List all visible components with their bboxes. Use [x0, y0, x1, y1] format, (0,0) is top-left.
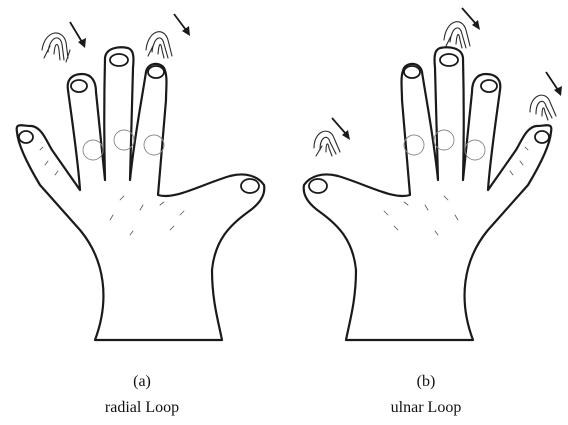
thumb-nail	[241, 179, 259, 193]
panel-ulnar-loop: (b) ulnar Loop	[284, 0, 568, 425]
ulnar-loop-icon-3	[530, 95, 556, 120]
middle-nail	[440, 54, 458, 66]
hand-outline	[17, 47, 265, 340]
middle-nail	[110, 54, 128, 66]
index-nail	[148, 66, 164, 78]
right-hand-illustration	[284, 0, 568, 350]
ring-nail	[481, 80, 497, 92]
arrow-icon	[332, 118, 350, 140]
hand-outline	[304, 47, 552, 340]
arrow-icon-2	[174, 14, 190, 36]
panel-id: (a)	[0, 372, 284, 392]
little-nail	[535, 131, 549, 143]
ulnar-loop-icon	[314, 131, 340, 156]
radial-loop-icon-2	[146, 32, 172, 58]
panel-label: radial Loop	[0, 398, 284, 418]
panel-label: ulnar Loop	[284, 398, 568, 418]
arrow-icon	[70, 22, 86, 48]
thumb-nail	[309, 179, 327, 193]
ring-nail	[71, 80, 87, 92]
arrow-icon-3	[546, 72, 562, 96]
little-nail	[19, 131, 33, 143]
panel-radial-loop: (a) radial Loop	[0, 0, 284, 425]
radial-loop-icon	[42, 33, 70, 62]
left-hand-illustration	[0, 0, 284, 350]
panel-id: (b)	[284, 372, 568, 392]
index-nail	[404, 66, 420, 78]
ulnar-loop-icon-2	[444, 22, 470, 48]
